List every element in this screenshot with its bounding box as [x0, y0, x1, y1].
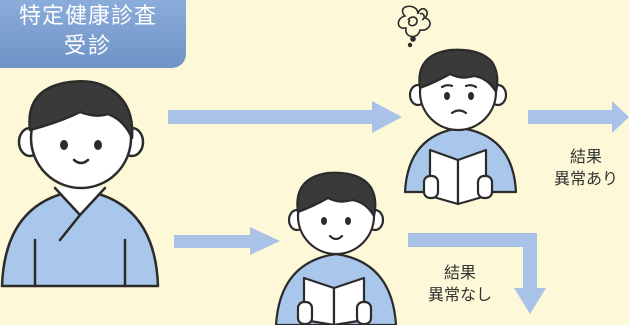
abnormal-caption-line2: 異常あり — [553, 169, 618, 188]
arrow-to-abnormal — [168, 101, 402, 133]
worry-scribble-icon — [397, 5, 431, 48]
normal-result-caption: 結果 異常なし — [410, 262, 510, 306]
arrow-abnormal-out — [528, 101, 629, 133]
checkup-label-line2: 受診 — [63, 34, 112, 59]
checkup-label: 特定健康診査 受診 — [0, 0, 186, 68]
person-abnormal — [403, 48, 518, 206]
person-main — [0, 80, 160, 288]
arrow-normal-down — [408, 233, 546, 314]
checkup-label-line1: 特定健康診査 — [18, 4, 157, 29]
abnormal-result-caption: 結果 異常あり — [546, 146, 626, 190]
normal-caption-line1: 結果 — [443, 263, 476, 282]
person-normal — [274, 171, 398, 325]
abnormal-caption-line1: 結果 — [569, 147, 602, 166]
normal-caption-line2: 異常なし — [427, 285, 492, 304]
arrow-to-normal — [174, 227, 280, 255]
